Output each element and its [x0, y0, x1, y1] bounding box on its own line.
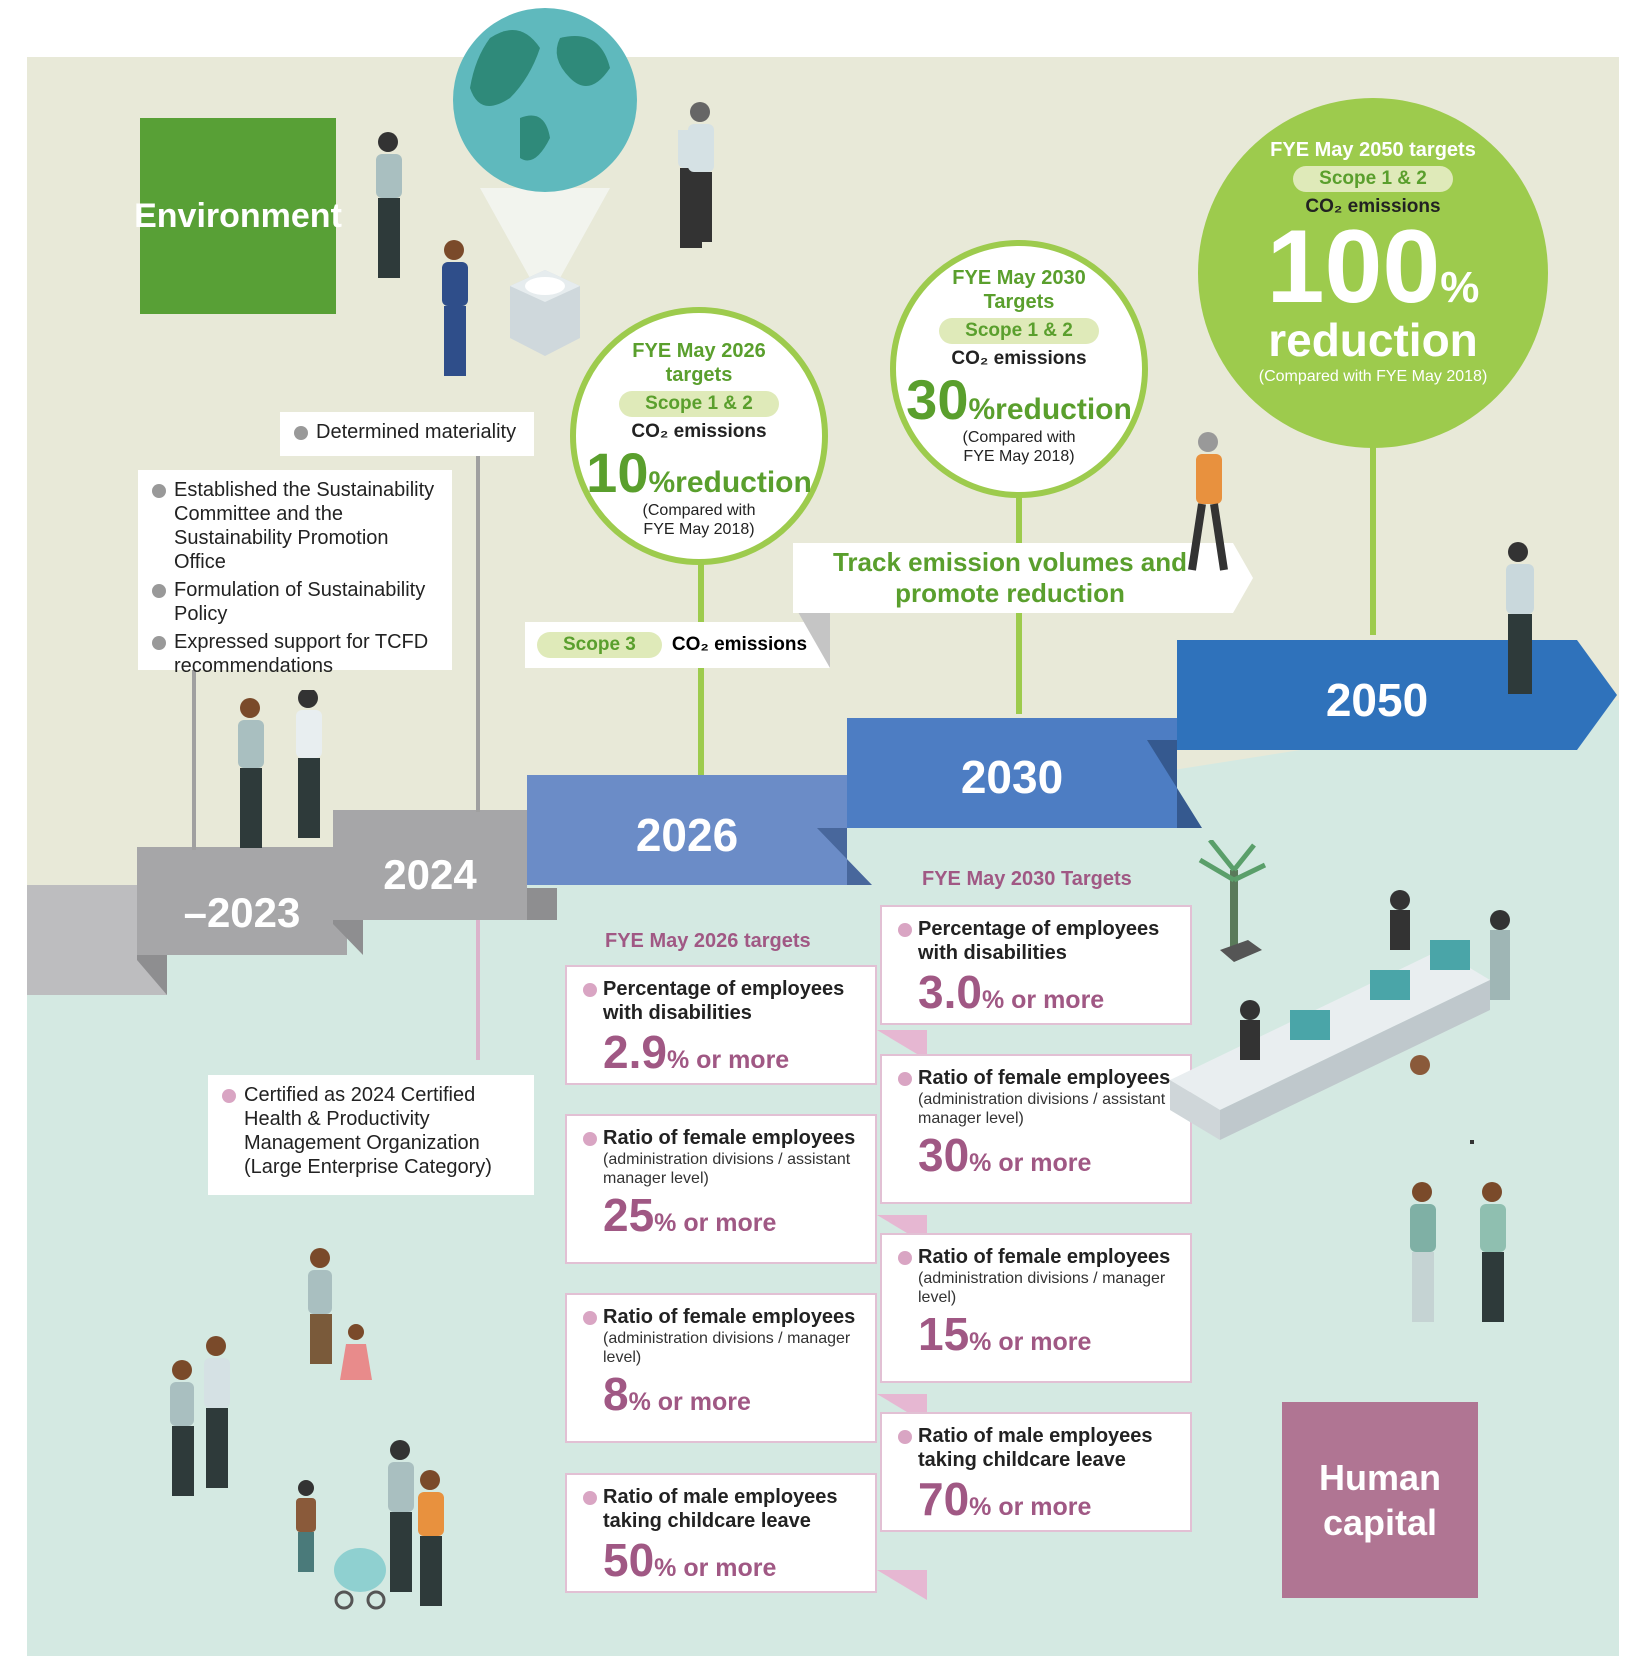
human-capital-label: Human capital: [1282, 1402, 1478, 1598]
comparison-note: (Compared with FYE May 2018): [962, 429, 1076, 466]
card-title: Ratio of male employees taking childcare…: [583, 1485, 859, 1533]
scope12-pill: Scope 1 & 2: [939, 318, 1099, 344]
circle-title: FYE May 2050 targets: [1270, 139, 1476, 161]
man-on-2050-illustration: [1506, 542, 1534, 694]
card-value: 3.0% or more: [918, 966, 1105, 1018]
comparison-note: (Compared with FYE May 2018): [642, 502, 756, 539]
circle-title: FYE May 2030 Targets: [952, 267, 1086, 313]
note-2023-env: Established the Sustainability Committee…: [138, 470, 452, 677]
card-title: Percentage of employees with disabilitie…: [898, 917, 1174, 965]
card-title: Ratio of female employees: [583, 1126, 859, 1150]
connector-2024: [476, 452, 480, 812]
card-value: 2.9% or more: [603, 1026, 790, 1078]
people-near-globe-illustration: [376, 130, 704, 376]
card-title: Ratio of female employees: [583, 1305, 859, 1329]
circle-title: FYE May 2026 targets: [632, 340, 766, 386]
reduction-value: 100%: [1266, 209, 1480, 325]
year-2030: 2030: [960, 751, 1064, 803]
co2-label: CO₂ emissions: [631, 421, 767, 442]
hc-2030-card-2: Ratio of female employees (administratio…: [880, 1054, 1192, 1204]
woman-walking-illustration: [1188, 432, 1228, 571]
year-2023: –2023: [183, 889, 301, 936]
year-2026: 2026: [635, 809, 739, 861]
co2-label: CO₂ emissions: [951, 348, 1087, 369]
target-circle-2030: FYE May 2030 Targets Scope 1 & 2 CO₂ emi…: [890, 240, 1148, 498]
man-standing-illustration: [688, 102, 714, 242]
target-circle-2050: FYE May 2050 targets Scope 1 & 2 CO₂ emi…: [1198, 98, 1548, 448]
milestone-item: Determined materiality: [294, 420, 520, 444]
hc-2026-title: FYE May 2026 targets: [605, 930, 811, 952]
hc-2030-card-1: Percentage of employees with disabilitie…: [880, 905, 1192, 1025]
comparison-note: (Compared with FYE May 2018): [1258, 367, 1488, 385]
card-subtitle: (administration divisions / manager leve…: [918, 1270, 1166, 1307]
card-value: 50% or more: [603, 1534, 777, 1586]
card-title: Ratio of female employees: [898, 1245, 1174, 1269]
card-value: 25% or more: [603, 1189, 777, 1242]
milestone-item: Established the Sustainability Committee…: [152, 478, 438, 574]
scope3-strip: Scope 3 CO₂ emissions: [525, 622, 830, 668]
timeline-steps: [27, 640, 1617, 995]
card-subtitle: (administration divisions / assistant ma…: [918, 1091, 1166, 1128]
hc-2030-card-4: Ratio of male employees taking childcare…: [880, 1412, 1192, 1532]
reduction-value: 30%reduction: [906, 368, 1132, 431]
connector-2023: [192, 660, 196, 850]
card-subtitle: (administration divisions / assistant ma…: [603, 1151, 851, 1188]
scope12-pill: Scope 1 & 2: [619, 391, 779, 417]
card-title: Ratio of male employees taking childcare…: [898, 1424, 1174, 1472]
track-arrow-shape: [793, 543, 1253, 613]
year-2050: 2050: [1325, 674, 1429, 726]
scope3-pill: Scope 3: [537, 632, 662, 658]
card-value: 30% or more: [918, 1129, 1092, 1182]
hc-2026-card-2: Ratio of female employees (administratio…: [565, 1114, 877, 1264]
environment-label: Environment: [134, 118, 342, 314]
track-emissions-text: Track emission volumes and promote reduc…: [832, 547, 1188, 609]
milestone-item: Formulation of Sustainability Policy: [152, 578, 438, 626]
scope3-co2-text: CO₂ emissions: [671, 634, 808, 655]
co2-label: CO₂ emissions: [1305, 196, 1441, 217]
card-value: 70% or more: [918, 1473, 1092, 1525]
connector-2050: [1370, 445, 1376, 635]
card-value: 8% or more: [603, 1368, 751, 1421]
hc-2026-card-4: Ratio of male employees taking childcare…: [565, 1473, 877, 1593]
target-circle-2026: FYE May 2026 targets Scope 1 & 2 CO₂ emi…: [570, 307, 828, 565]
scope3-fold: [798, 612, 830, 668]
card-title: Ratio of female employees: [898, 1066, 1174, 1090]
globe-projector-illustration: [453, 8, 637, 356]
reduction-value: 10%reduction: [586, 441, 812, 504]
year-2024: 2024: [383, 851, 477, 898]
scope12-pill: Scope 1 & 2: [1293, 166, 1453, 192]
connector-2024-hc: [476, 920, 480, 1060]
card-title: Percentage of employees with disabilitie…: [583, 977, 859, 1025]
hc-2030-card-3: Ratio of female employees (administratio…: [880, 1233, 1192, 1383]
reduction-word: reduction: [1268, 313, 1478, 366]
card-subtitle: (administration divisions / manager leve…: [603, 1330, 851, 1367]
milestone-item: Expressed support for TCFD recommendatio…: [152, 630, 438, 678]
card-value: 15% or more: [918, 1308, 1092, 1361]
milestone-item: Certified as 2024 Certified Health & Pro…: [222, 1083, 520, 1179]
hc-2030-title: FYE May 2030 Targets: [922, 868, 1132, 890]
note-2024-hc: Certified as 2024 Certified Health & Pro…: [208, 1075, 534, 1195]
hc-2026-card-1: Percentage of employees with disabilitie…: [565, 965, 877, 1085]
family-illustration: [170, 1248, 444, 1610]
business-people-illustration: [238, 690, 322, 848]
hc-2026-card-3: Ratio of female employees (administratio…: [565, 1293, 877, 1443]
office-illustration: [1170, 840, 1510, 1144]
two-men-talking-illustration: [1410, 1182, 1506, 1322]
note-2024-env: Determined materiality: [280, 412, 534, 456]
